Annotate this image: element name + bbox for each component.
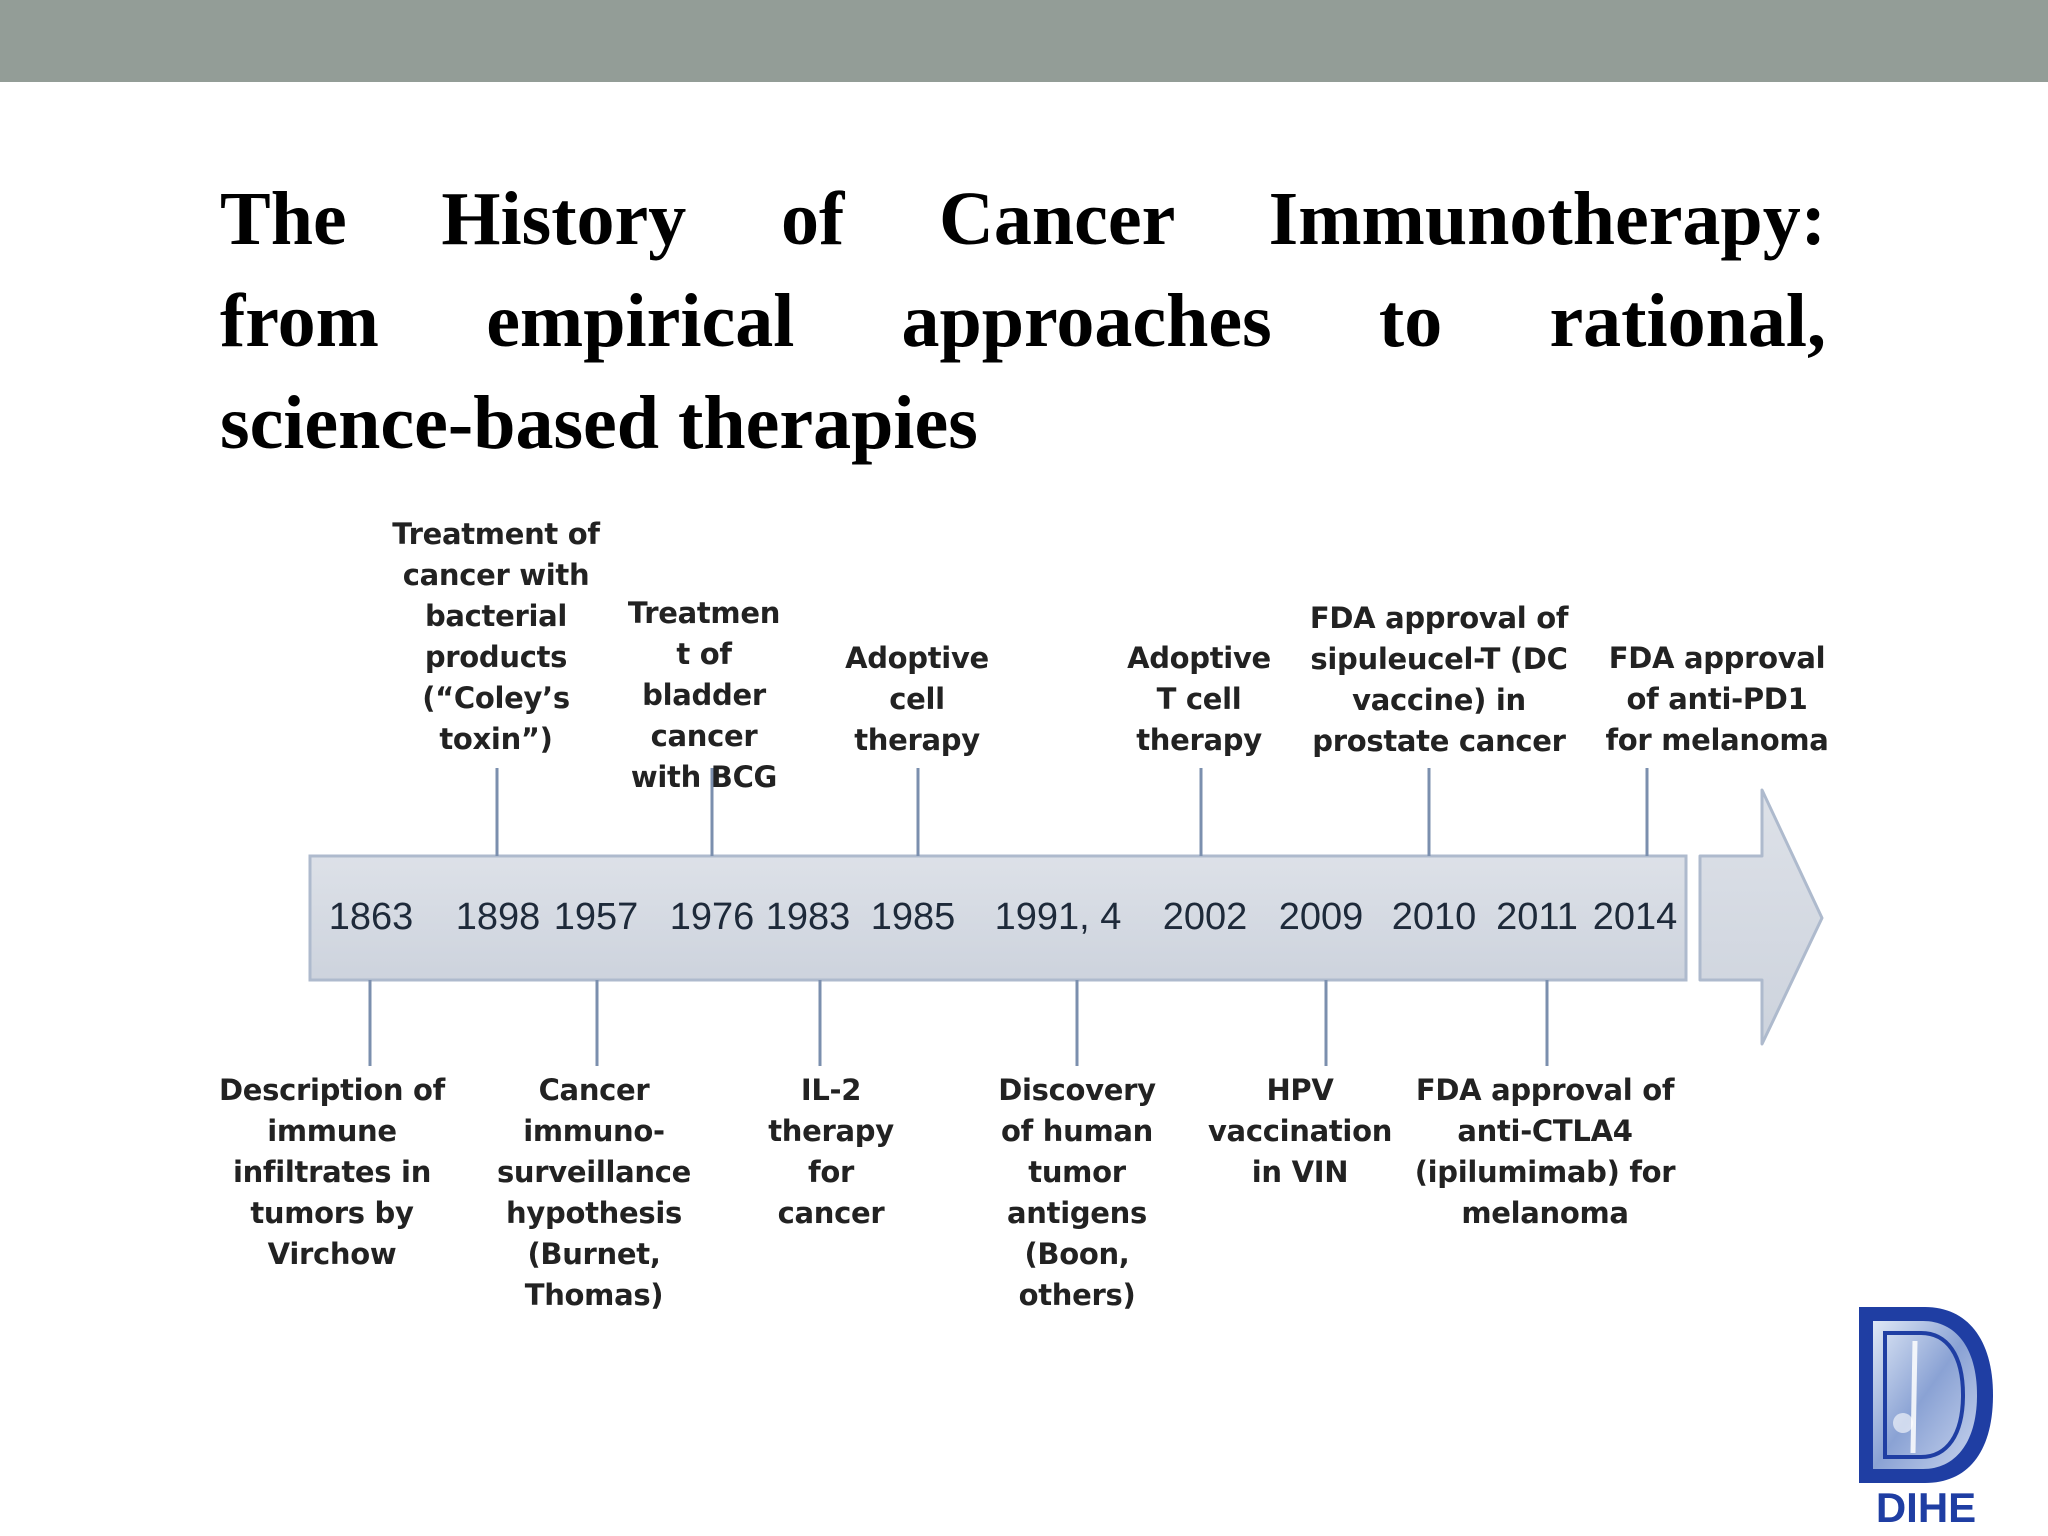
year-labels: 1863 1898 1957 1976 1983 1985 1991, 4 2002 2009 2… bbox=[329, 896, 1678, 938]
title-line-2: from empirical approaches to rational, bbox=[220, 279, 1826, 363]
event-label-adoptive-t-cell: Adoptive T cell therapy bbox=[1127, 641, 1271, 757]
top-band bbox=[0, 0, 2048, 82]
year-label: 2014 bbox=[1593, 896, 1678, 938]
year-label: 2009 bbox=[1279, 896, 1364, 938]
timeline-arrowhead bbox=[1698, 788, 1824, 1046]
year-label: 1991, 4 bbox=[995, 896, 1122, 938]
title-line-1: The History of Cancer Immunotherapy: bbox=[220, 177, 1826, 261]
year-label: 1957 bbox=[554, 896, 639, 938]
year-label: 1898 bbox=[456, 896, 541, 938]
dihe-logo: DIHE bbox=[1855, 1303, 1997, 1531]
year-label: 1985 bbox=[871, 896, 956, 938]
year-label: 2010 bbox=[1392, 896, 1477, 938]
title-line-3: science-based therapies bbox=[220, 381, 978, 465]
event-label-immunosurveillance: Cancer immuno- surveillance hypothesis (… bbox=[496, 1073, 692, 1312]
logo-text: DIHE bbox=[1875, 1484, 1977, 1531]
event-label-adoptive-cell: Adoptive cell therapy bbox=[845, 641, 989, 757]
year-label: 1863 bbox=[329, 896, 414, 938]
year-label: 1983 bbox=[766, 896, 851, 938]
connector-lines bbox=[368, 768, 1649, 1066]
event-label-il2: IL-2 therapy for cancer bbox=[768, 1073, 894, 1230]
event-label-virchow: Description of immune infiltrates in tum… bbox=[218, 1073, 446, 1271]
dihe-logo-mark bbox=[1859, 1307, 1993, 1483]
event-label-sipuleucel: FDA approval of sipuleucel-T (DC vaccine… bbox=[1309, 601, 1569, 758]
year-label: 1976 bbox=[670, 896, 755, 938]
event-label-bcg: Treatmen t of bladder cancer with BCG bbox=[627, 596, 781, 794]
timeline-bar bbox=[308, 854, 1688, 982]
year-label: 2002 bbox=[1163, 896, 1248, 938]
year-label: 2011 bbox=[1496, 896, 1578, 938]
event-label-anti-pd1: FDA approval of anti-PD1 for melanoma bbox=[1605, 641, 1829, 757]
event-label-coley-toxin: Treatment of cancer with bacterial produ… bbox=[392, 517, 600, 756]
event-label-anti-ctla4: FDA approval of anti-CTLA4 (ipilumimab) … bbox=[1414, 1073, 1676, 1230]
event-label-tumor-antigens: Discovery of human tumor antigens (Boon,… bbox=[998, 1073, 1156, 1312]
slide-title: The History of Cancer Immunotherapy: fro… bbox=[220, 168, 1826, 474]
event-label-hpv: HPV vaccination in VIN bbox=[1207, 1073, 1393, 1189]
